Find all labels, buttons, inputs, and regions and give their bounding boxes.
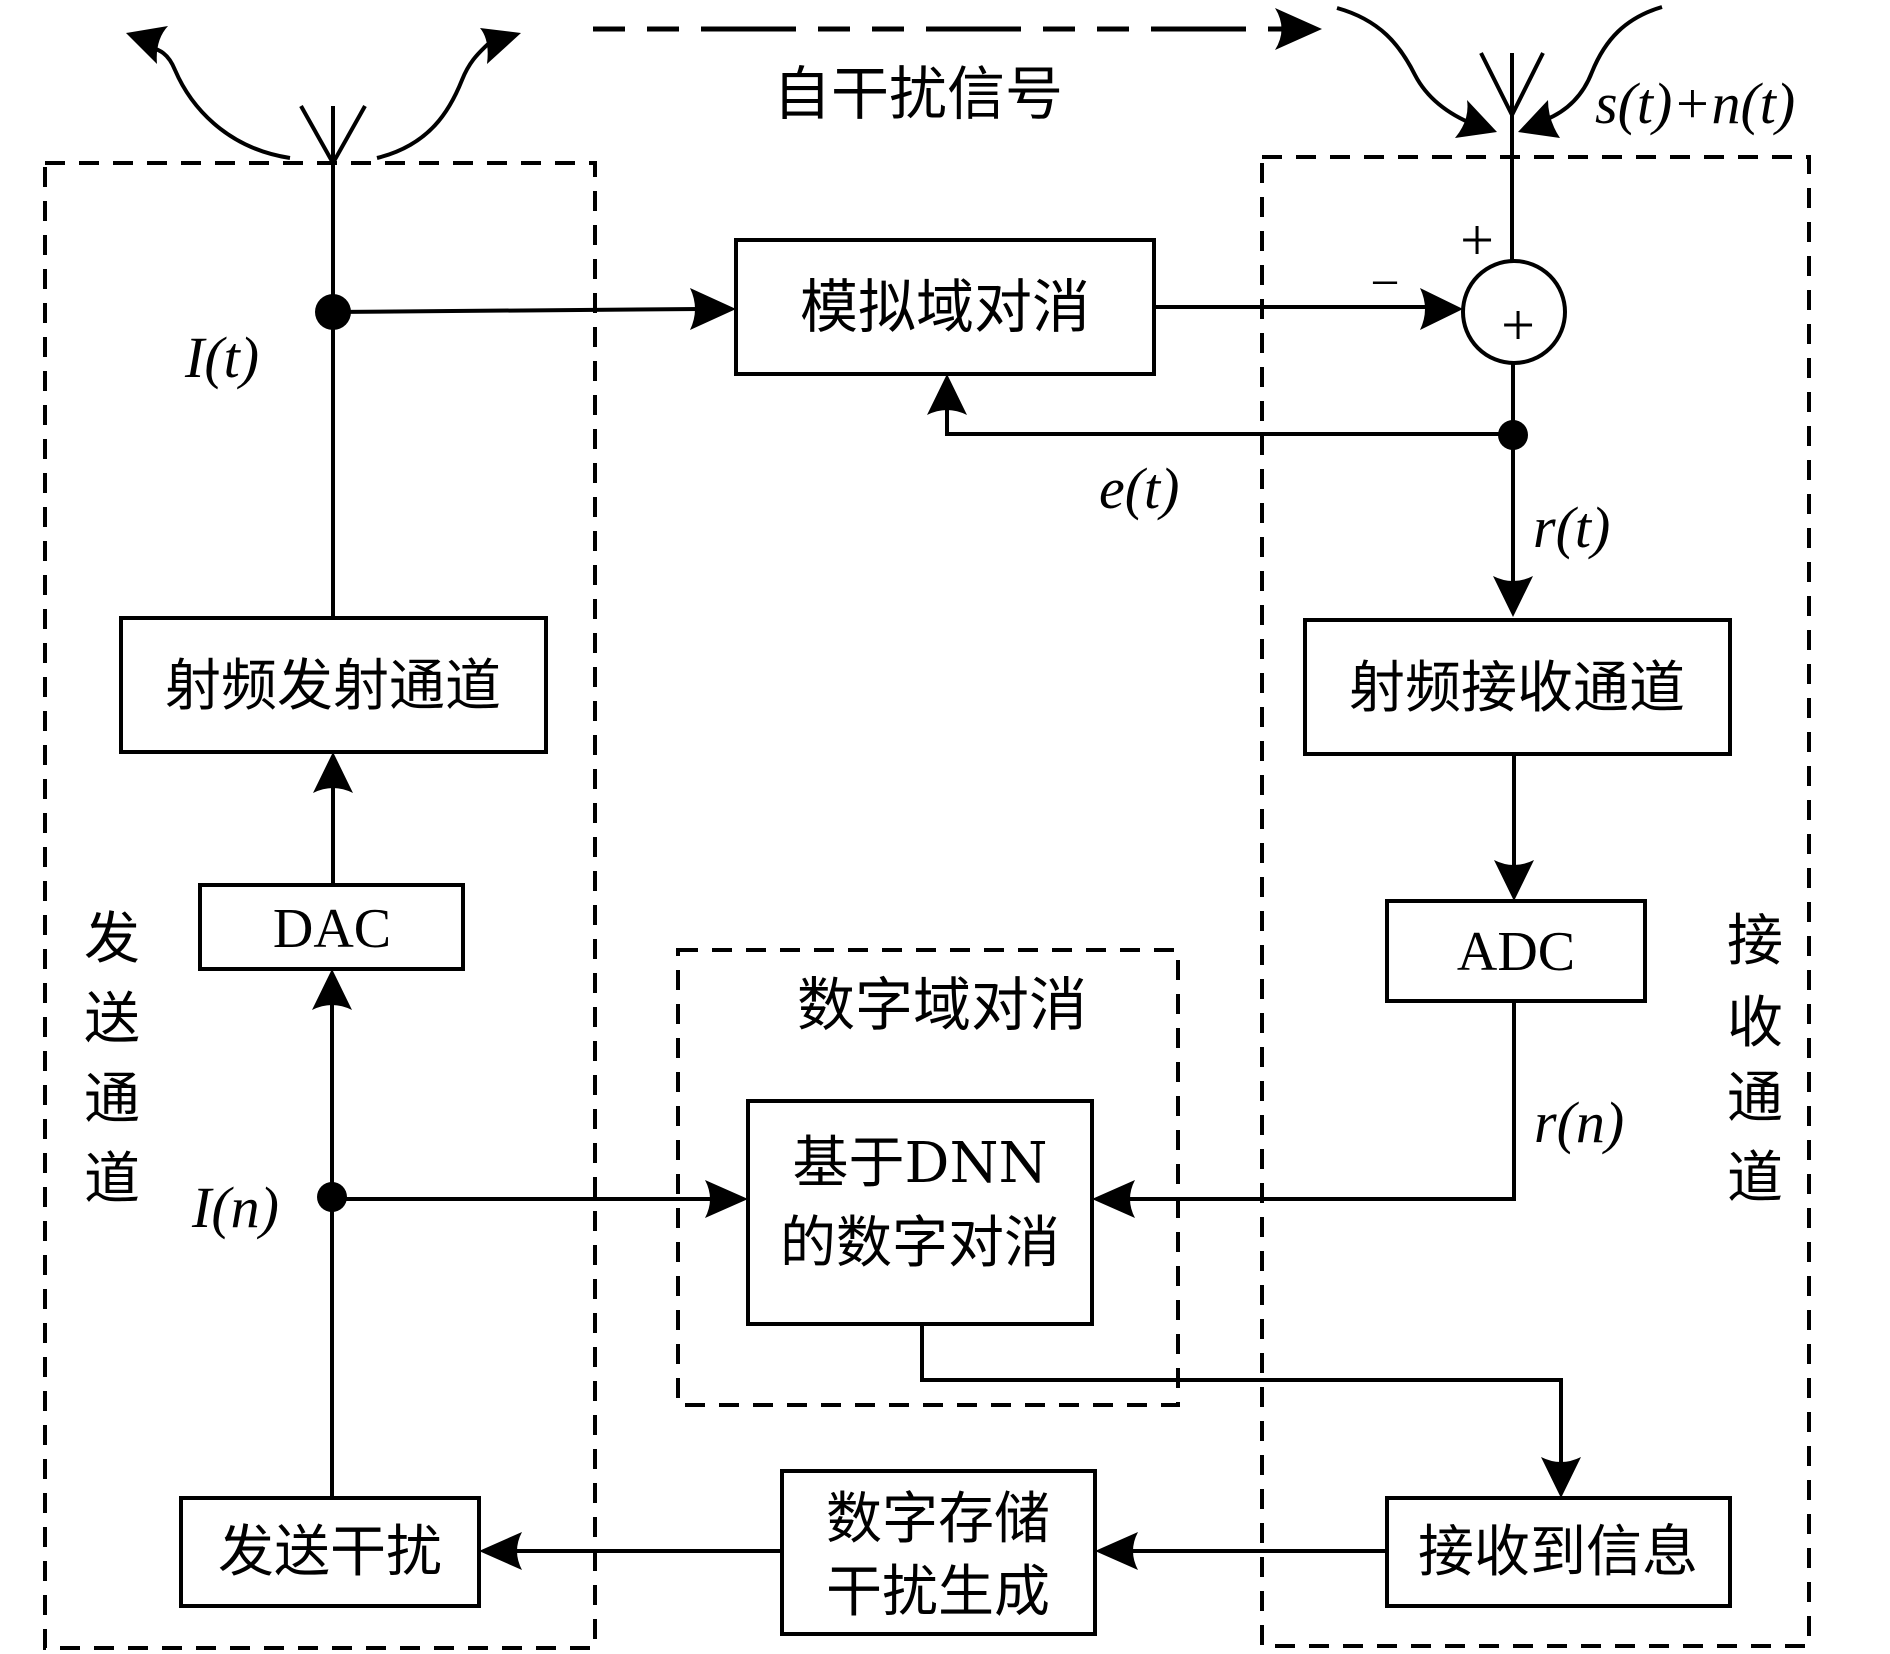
- dnn-to-received-arrowhead: [1541, 1457, 1581, 1498]
- received-info-block: [1385, 1496, 1732, 1608]
- dac-block: [198, 883, 465, 971]
- signal-s-plus-n-label: s(t)+n(t): [1595, 71, 1795, 136]
- et-feedback-line: [945, 405, 1513, 436]
- svg-text:送: 送: [84, 987, 140, 1052]
- tx-wave-right-arrowhead: [480, 28, 521, 64]
- it-to-analog-line: [332, 307, 701, 314]
- it-to-analog-arrowhead: [690, 288, 736, 330]
- signal-e-t-label: e(t): [1099, 456, 1180, 521]
- rfrx-to-adc-arrowhead: [1494, 860, 1534, 901]
- in-to-dnn-arrowhead: [705, 1180, 748, 1218]
- dac-to-rftx-arrowhead: [313, 752, 353, 793]
- analog-to-sum-arrowhead: [1420, 288, 1463, 330]
- digital-domain-label: 数字域对消: [797, 971, 1087, 1039]
- svg-text:道: 道: [1727, 1146, 1783, 1211]
- tx-wave-left: [138, 40, 291, 160]
- tx-interference-block: [179, 1496, 481, 1608]
- dnn-cancel-label-line2: 的数字对消: [780, 1211, 1060, 1276]
- signal-r-t-label: r(t): [1533, 495, 1610, 560]
- storage-interference-gen-block: [780, 1469, 1097, 1636]
- dnn-cancel-label-line1: 基于DNN: [793, 1131, 1048, 1196]
- received-to-storage-arrowhead: [1095, 1532, 1138, 1570]
- rx-antenna-icon: [1479, 52, 1545, 260]
- summing-inner-sign: +: [1501, 292, 1535, 358]
- rx-wave-right-arrowhead: [1518, 100, 1560, 138]
- rf-rx-channel-block: [1303, 618, 1732, 756]
- analog-cancel-block: [734, 238, 1156, 376]
- rf-rx-channel-label: 射频接收通道: [1349, 656, 1685, 721]
- svg-text:接: 接: [1727, 909, 1783, 974]
- svg-text:道: 道: [84, 1147, 140, 1212]
- signal-r-n-label: r(n): [1534, 1090, 1624, 1155]
- self-interference-arrowhead: [1275, 8, 1322, 50]
- dnn-to-received-line: [920, 1324, 1563, 1465]
- signal-I-t-label: I(t): [184, 325, 259, 390]
- tx-wave-right: [376, 42, 490, 160]
- tx-wave-left-arrowhead: [126, 26, 168, 64]
- rx-wave-left: [1336, 6, 1476, 127]
- rx-wave-left-arrowhead: [1455, 100, 1497, 138]
- adc-label: ADC: [1457, 921, 1575, 983]
- dnn-cancel-block: [746, 1099, 1094, 1326]
- et-feedback-arrowhead: [927, 374, 967, 415]
- dac-label: DAC: [273, 898, 391, 960]
- rf-tx-channel-label: 射频发射通道: [165, 654, 501, 719]
- adc-block: [1385, 899, 1647, 1003]
- analog-cancel-label: 模拟域对消: [800, 273, 1090, 341]
- summing-top-sign: +: [1460, 207, 1494, 273]
- digital-domain-region: [676, 948, 1180, 1407]
- rn-line: [1125, 1001, 1516, 1201]
- storage-label-line1: 数字存储: [826, 1487, 1050, 1552]
- summing-left-sign: −: [1370, 255, 1399, 312]
- tx-channel-label: 发 送 通 道: [84, 907, 140, 1212]
- signal-I-n-label: I(n): [191, 1175, 279, 1240]
- svg-text:通: 通: [1727, 1066, 1783, 1131]
- svg-text:发: 发: [84, 907, 140, 972]
- rx-channel-label: 接 收 通 道: [1727, 909, 1783, 1211]
- rx-channel-region: [1260, 155, 1811, 1648]
- rt-arrowhead: [1493, 576, 1533, 617]
- storage-to-tx-interference-arrowhead: [479, 1532, 522, 1570]
- in-to-dac-arrowhead: [312, 969, 352, 1010]
- self-interference-label: 自干扰信号: [773, 60, 1063, 128]
- storage-label-line2: 干扰生成: [826, 1560, 1050, 1625]
- summing-junction: +: [1461, 259, 1567, 365]
- svg-text:通: 通: [84, 1067, 140, 1132]
- rx-wave-right: [1544, 5, 1663, 122]
- rf-tx-channel-block: [119, 616, 548, 754]
- tx-interference-label: 发送干扰: [218, 1520, 442, 1585]
- rn-arrowhead: [1092, 1180, 1135, 1218]
- received-info-label: 接收到信息: [1418, 1520, 1698, 1585]
- svg-text:收: 收: [1727, 991, 1783, 1056]
- tx-channel-region: [43, 161, 597, 1650]
- tx-antenna-icon: [299, 105, 367, 164]
